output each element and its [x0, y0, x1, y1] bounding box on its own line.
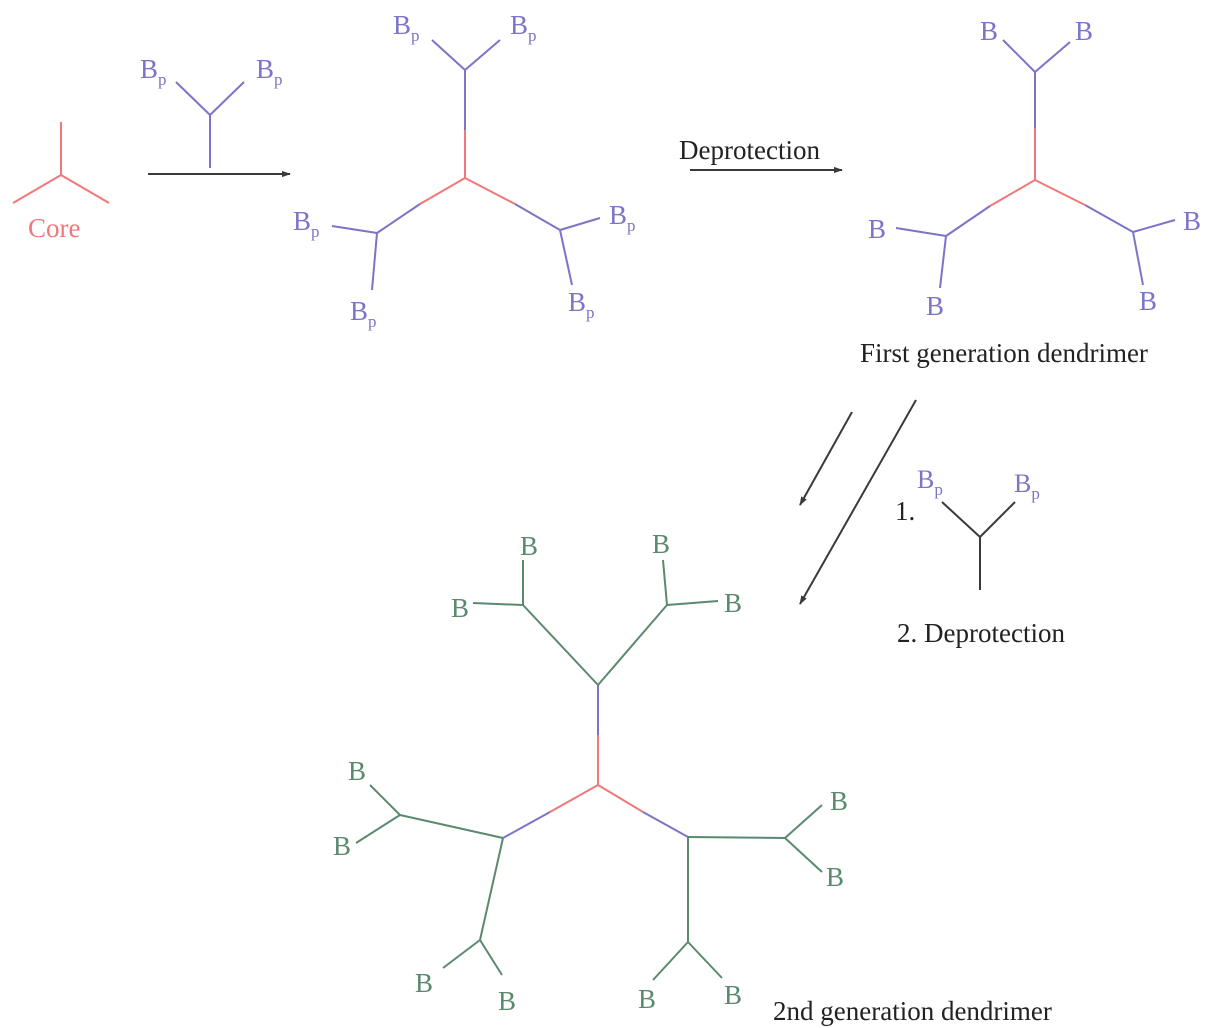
monomer-reagent — [175, 81, 245, 168]
second-generation-labels: B B B B B B B B B B B B — [333, 529, 848, 1016]
protected-group-label: Bp — [140, 54, 167, 89]
functional-group-label: B — [1075, 16, 1093, 46]
functional-group-label: B — [926, 291, 944, 321]
step-1-label: 1. — [895, 496, 915, 526]
step-1-monomer-labels: Bp Bp — [917, 465, 1040, 503]
functional-group-label: B — [724, 980, 742, 1010]
functional-group-label: B — [638, 984, 656, 1014]
functional-group-label: B — [868, 214, 886, 244]
first-generation-dendrimer — [895, 39, 1176, 289]
functional-group-label: B — [830, 786, 848, 816]
protected-dendrimer — [331, 39, 601, 291]
functional-group-label: B — [520, 531, 538, 561]
functional-group-label: B — [498, 986, 516, 1016]
second-generation-dendrimer — [355, 559, 823, 981]
first-generation-labels: B B B B B B — [868, 16, 1201, 321]
reaction-arrow — [799, 411, 853, 506]
protected-group-label: Bp — [256, 54, 283, 89]
functional-group-label: B — [1183, 206, 1201, 236]
step-1-monomer — [941, 501, 1016, 590]
step-2-label: 2. Deprotection — [897, 618, 1065, 648]
first-generation-label: First generation dendrimer — [860, 338, 1148, 368]
monomer-reagent-labels: Bp Bp — [140, 54, 283, 89]
core-label: Core — [28, 213, 81, 243]
functional-group-label: B — [348, 756, 366, 786]
functional-group-label: B — [980, 16, 998, 46]
protected-group-label: Bp — [293, 206, 320, 241]
second-generation-label: 2nd generation dendrimer — [773, 996, 1052, 1026]
protected-group-label: Bp — [510, 10, 537, 45]
protected-group-label: Bp — [917, 465, 943, 499]
functional-group-label: B — [451, 593, 469, 623]
protected-group-label: Bp — [1014, 469, 1040, 503]
functional-group-label: B — [333, 831, 351, 861]
functional-group-label: B — [415, 968, 433, 998]
core-molecule — [12, 122, 110, 204]
protected-group-label: Bp — [568, 287, 595, 322]
functional-group-label: B — [652, 529, 670, 559]
deprotection-label: Deprotection — [679, 135, 820, 165]
protected-group-label: Bp — [393, 10, 420, 45]
reaction-arrow — [799, 399, 917, 605]
protected-dendrimer-labels: Bp Bp Bp Bp Bp Bp — [293, 10, 636, 331]
functional-group-label: B — [826, 862, 844, 892]
functional-group-label: B — [724, 588, 742, 618]
functional-group-label: B — [1139, 286, 1157, 316]
protected-group-label: Bp — [350, 296, 377, 331]
protected-group-label: Bp — [609, 200, 636, 235]
